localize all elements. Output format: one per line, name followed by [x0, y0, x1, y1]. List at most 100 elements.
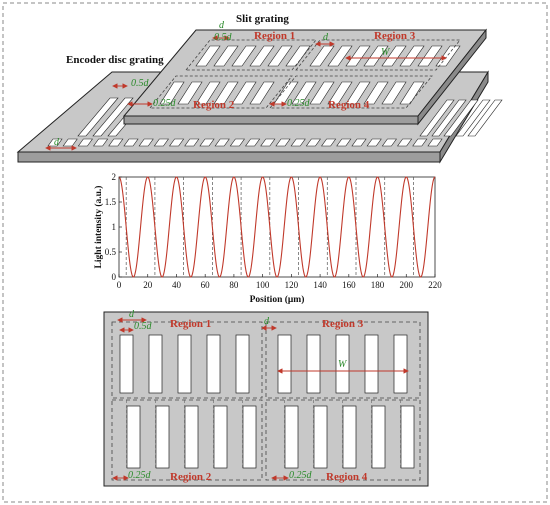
bottom-region-2-label: Region 2: [170, 471, 212, 483]
disc-slit-right: [455, 99, 491, 137]
slit-lower: [231, 81, 257, 105]
slit-upper: [435, 45, 461, 67]
bottom-region-3-outline: [265, 321, 421, 399]
x-tick-label-8: 160: [342, 280, 356, 290]
top-d-label-region3: d: [323, 32, 329, 43]
slit-lower: [381, 81, 407, 105]
disc-slit-front: [427, 138, 443, 147]
disc-slit-front: [184, 138, 200, 147]
bottom-region-3-label: Region 3: [322, 318, 364, 330]
slit-lower: [309, 81, 335, 105]
slit-grating-plate: [122, 28, 488, 126]
bottom-slit-r4-2: [342, 405, 357, 469]
disc-slit-front: [123, 138, 139, 147]
bottom-d-label-r3: d: [264, 316, 270, 327]
slit-lower: [213, 81, 239, 105]
slit-lower: [363, 81, 389, 105]
top-d-label: d: [219, 20, 225, 31]
bottom-slit-r1-4: [235, 334, 250, 394]
bottom-half-d-label: 0.5d: [134, 321, 153, 332]
slit-lower: [195, 81, 221, 105]
grating-3d-figure: Slit grating Encoder disc grating Region…: [16, 13, 503, 164]
disc-slit-front: [199, 138, 215, 147]
slit-upper: [267, 45, 293, 67]
slit-lower: [399, 81, 425, 105]
disc-slit-front: [153, 138, 169, 147]
slit-upper: [285, 45, 311, 67]
bottom-slit-r4-3: [371, 405, 386, 469]
x-tick-label-11: 220: [428, 280, 442, 290]
bottom-quarter-d-label-r2: 0.25d: [128, 470, 152, 481]
bottom-slit-r1-1: [148, 334, 163, 394]
disc-slit-front: [381, 138, 397, 147]
disc-slit-front: [214, 138, 230, 147]
slit-lower: [177, 81, 203, 105]
bottom-slit-r2-3: [213, 405, 228, 469]
disc-slit-front: [290, 138, 306, 147]
top-region-2-outline: [149, 75, 293, 109]
disc-slit-front: [169, 138, 185, 147]
y-tick-label-4: 2: [112, 172, 117, 182]
bottom-slit-r4-4: [400, 405, 415, 469]
x-tick-label-9: 180: [371, 280, 385, 290]
bottom-region-1-label: Region 1: [170, 318, 211, 330]
bottom-slit-r2-4: [242, 405, 257, 469]
disc-slit-right: [431, 99, 467, 137]
disc-slit-front: [77, 138, 93, 147]
disc-slit-front: [138, 138, 154, 147]
encoder-disc-label: Encoder disc grating: [66, 54, 164, 66]
slit-lower: [249, 81, 275, 105]
bottom-slit-r2-1: [155, 405, 170, 469]
top-region-4-label: Region 4: [328, 99, 370, 111]
disc-slit-front: [336, 138, 352, 147]
slit-lower: [159, 81, 185, 105]
disc-slit-left: [77, 97, 119, 137]
x-tick-label-4: 80: [229, 280, 239, 290]
bottom-slits: [119, 334, 415, 470]
bottom-region-4-label: Region 4: [326, 471, 368, 483]
disc-slit-front: [305, 138, 321, 147]
x-tick-label-5: 100: [256, 280, 270, 290]
slit-upper: [195, 45, 221, 67]
slit-lower: [345, 81, 371, 105]
x-tick-label-10: 200: [400, 280, 414, 290]
disc-slit-front: [108, 138, 124, 147]
disc-slit-front: [245, 138, 261, 147]
disc-slit-front: [397, 138, 413, 147]
top-region-2-label: Region 2: [193, 99, 235, 111]
slit-upper: [327, 45, 353, 67]
slit-upper: [231, 45, 257, 67]
bottom-slit-r3-0: [277, 334, 292, 394]
top-quarter-d-label-r2: 0.25d: [153, 98, 177, 109]
top-region-1-outline: [185, 39, 317, 71]
y-tick-label-3: 1.5: [105, 197, 117, 207]
top-quarter-d-label-r4: 0.25d: [287, 98, 311, 109]
slit-grating-label: Slit grating: [236, 13, 289, 25]
slit-upper: [249, 45, 275, 67]
disc-slit-front: [229, 138, 245, 147]
x-tick-label-6: 120: [285, 280, 299, 290]
top-W-label: W: [381, 47, 391, 58]
x-axis-title: Position (μm): [250, 294, 305, 305]
bottom-slit-r3-3: [364, 334, 379, 394]
disc-slit-right: [419, 99, 455, 137]
bottom-slit-r1-0: [119, 334, 134, 394]
top-half-d-label-disc: 0.5d: [131, 78, 150, 89]
top-region-1-label: Region 1: [254, 30, 295, 42]
slit-grating-slits: [159, 45, 461, 105]
bottom-slit-r2-0: [126, 405, 141, 469]
bottom-slit-r2-2: [184, 405, 199, 469]
bottom-slit-r1-2: [177, 334, 192, 394]
y-axis-ticks: 00.511.52: [105, 172, 122, 282]
bottom-slit-r4-0: [284, 405, 299, 469]
disc-slit-front: [93, 138, 109, 147]
bottom-quarter-d-label-r4: 0.25d: [289, 470, 313, 481]
bottom-region-4-outline: [265, 399, 421, 481]
disc-slit-front: [366, 138, 382, 147]
disc-slit-front: [321, 138, 337, 147]
y-tick-label-1: 0.5: [105, 247, 117, 257]
disc-slit-front: [412, 138, 428, 147]
